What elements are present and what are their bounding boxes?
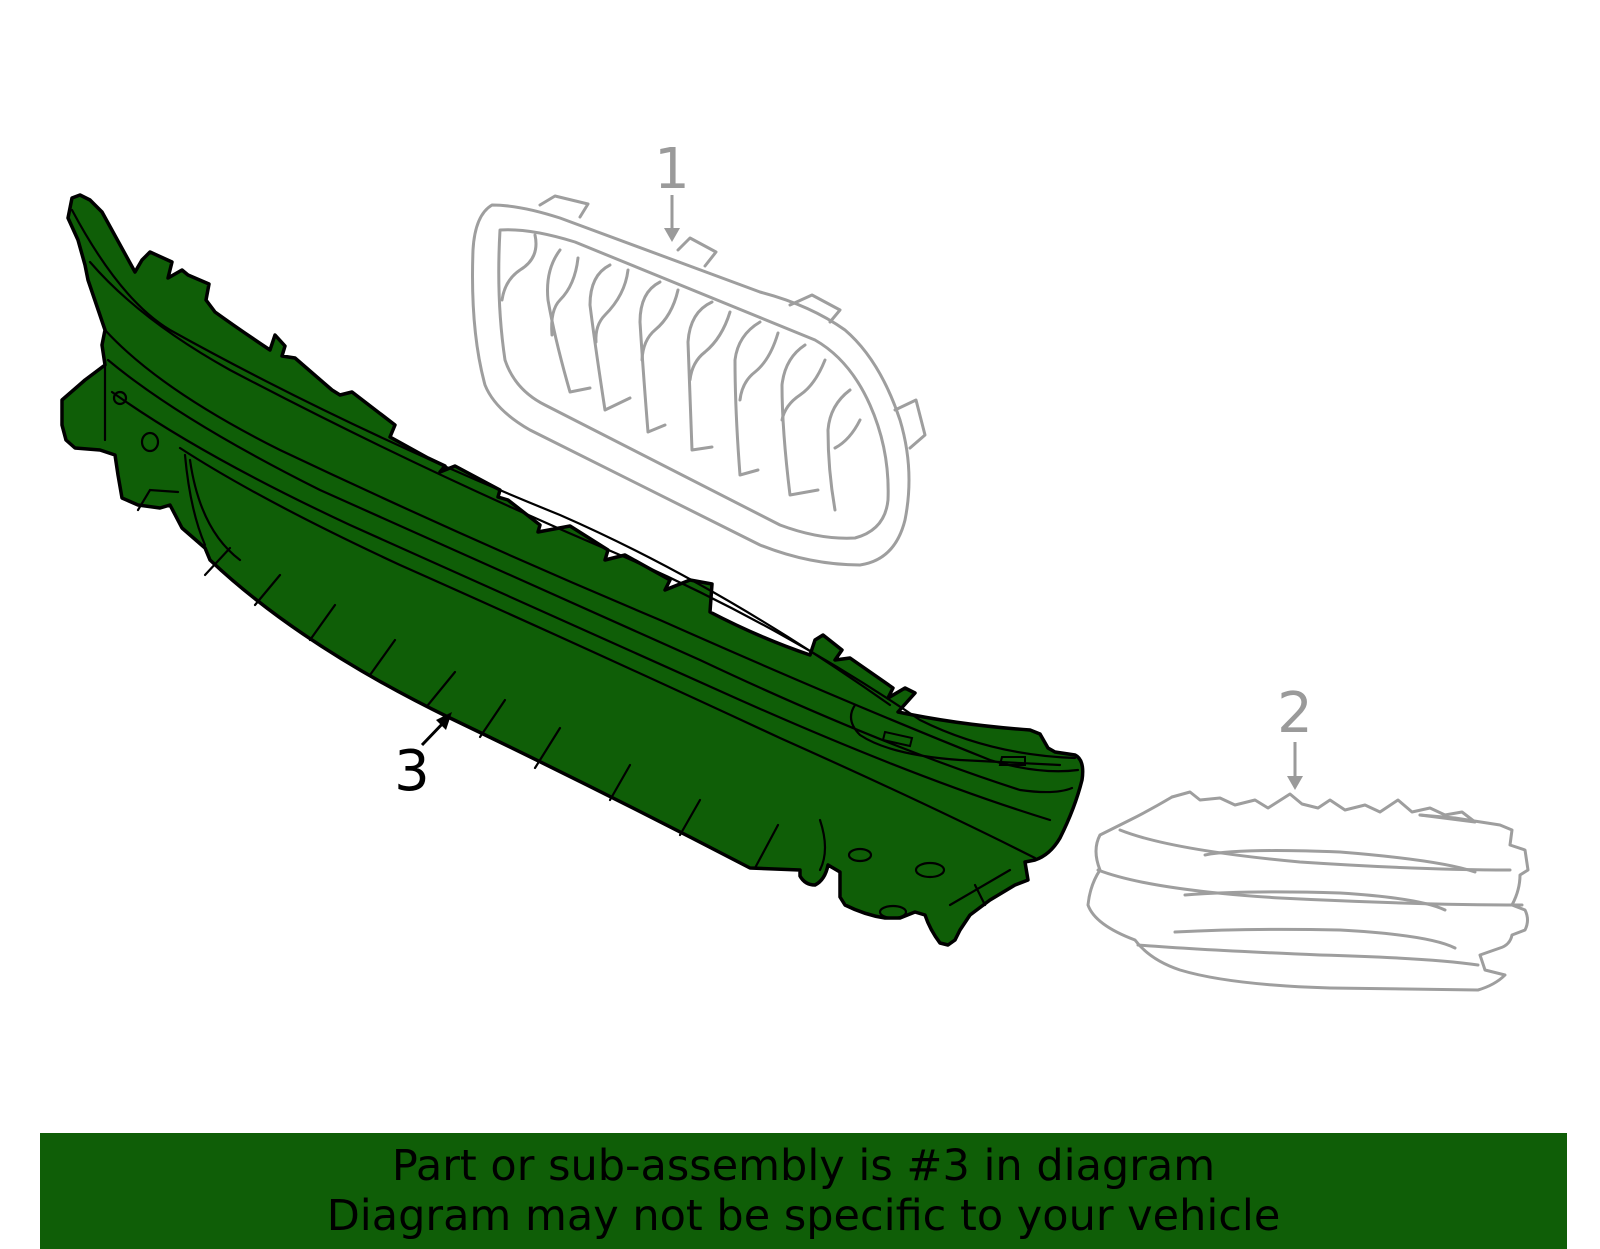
mount-hole — [112, 390, 128, 406]
mount-hole — [847, 847, 873, 863]
part-3-lower-grille — [60, 193, 1085, 947]
mount-slot — [998, 756, 1026, 766]
callout-2-label: 2 — [1277, 681, 1313, 746]
callout-3-label: 3 — [394, 739, 430, 804]
callout-2: 2 — [1277, 681, 1313, 790]
info-banner: Part or sub-assembly is #3 in diagram Di… — [40, 1133, 1567, 1249]
callout-3: 3 — [394, 712, 452, 804]
callout-3-arrowhead — [436, 712, 452, 730]
part-1-kidney-grille — [471, 194, 927, 567]
mount-hole — [140, 431, 160, 453]
callout-2-arrowhead — [1287, 776, 1303, 790]
callout-1-arrowhead — [664, 228, 680, 242]
banner-background — [40, 1133, 1567, 1249]
banner-line-2: Diagram may not be specific to your vehi… — [326, 1191, 1281, 1241]
callout-1-label: 1 — [654, 137, 690, 202]
banner-line-1: Part or sub-assembly is #3 in diagram — [391, 1141, 1216, 1191]
mount-slot — [881, 730, 914, 748]
mount-hole — [914, 861, 946, 879]
callout-1: 1 — [654, 137, 690, 242]
mount-hole — [878, 904, 908, 920]
part-2-side-vent — [1086, 790, 1530, 992]
